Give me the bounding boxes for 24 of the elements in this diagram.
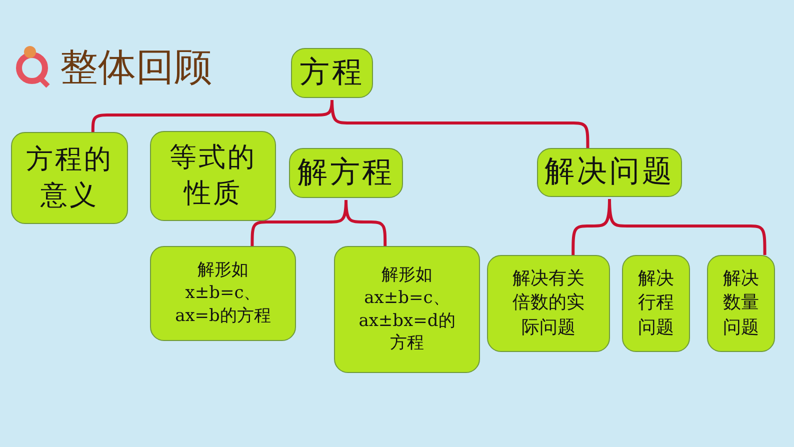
concept-box — [487, 255, 610, 352]
concept-box — [150, 131, 276, 221]
node-text: 解决数量问题 — [723, 267, 759, 340]
node-text: 解决行程问题 — [638, 267, 674, 340]
node-text: 解决问题 — [544, 153, 674, 192]
brace-line — [330, 100, 590, 148]
node-text: 方程的意义 — [26, 142, 114, 213]
concept-box — [150, 246, 296, 341]
concept-box — [707, 255, 775, 352]
node-text: 等式的性质 — [169, 140, 257, 211]
node-text: 方程 — [300, 54, 364, 92]
node-text: 解方程 — [297, 154, 395, 192]
title: 整体回顾 — [60, 44, 212, 91]
concept-box — [334, 246, 480, 373]
concept-box — [289, 148, 403, 198]
concept-box — [291, 48, 373, 98]
brace-line — [344, 200, 387, 246]
node-text: 解形如ax±b=c、ax±bx=d的方程 — [358, 264, 456, 356]
node-text: 解形如x±b=c、ax=b的方程 — [175, 259, 271, 328]
node-text: 解决有关倍数的实际问题 — [512, 267, 584, 340]
concept-box — [537, 148, 682, 197]
brace-line — [608, 198, 766, 255]
concept-box — [11, 132, 128, 224]
concept-box — [622, 255, 690, 352]
